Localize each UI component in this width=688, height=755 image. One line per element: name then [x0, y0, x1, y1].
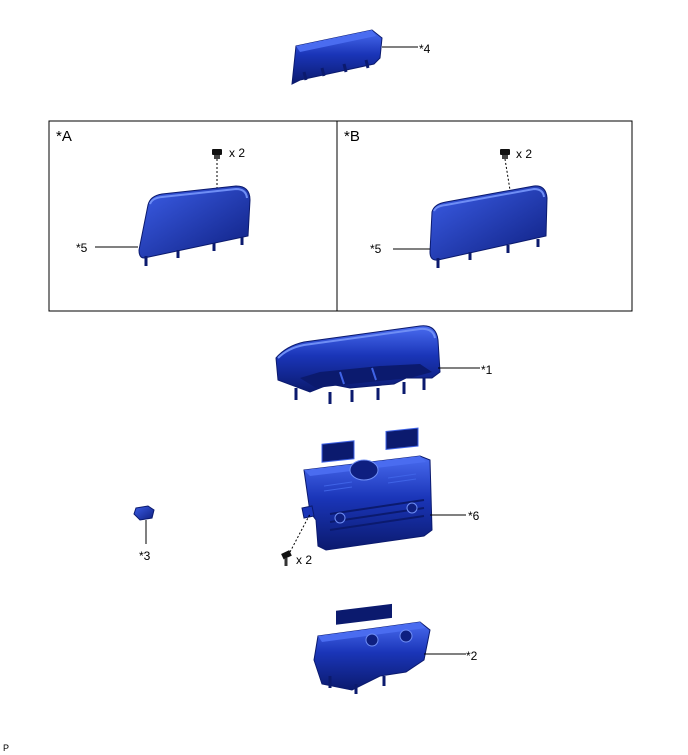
- qty-screw: x 2: [296, 553, 313, 567]
- footer-code: P: [3, 743, 10, 753]
- callout-5a: *5: [76, 241, 88, 255]
- panel-b-label: *B: [344, 128, 360, 145]
- callout-4: *4: [419, 42, 431, 56]
- panel-b-frame: [336, 120, 633, 312]
- screw-icon: [281, 513, 311, 566]
- callout-1: *1: [481, 363, 493, 377]
- part-5-cover-a: [95, 185, 251, 266]
- part-1-finish-panel: [275, 325, 480, 404]
- panel-b-clip-icon: [500, 149, 511, 191]
- panel-a-label: *A: [56, 128, 72, 145]
- part-3-switch: [133, 505, 155, 544]
- callout-6: *6: [468, 509, 480, 523]
- part-5-cover-b: [393, 185, 548, 268]
- callout-2: *2: [466, 649, 478, 663]
- part-2-lower-unit: [313, 603, 466, 694]
- callout-3: *3: [139, 549, 151, 563]
- qty-clip-a: x 2: [229, 146, 246, 160]
- part-4-upper-trim: [291, 29, 418, 85]
- part-6-center-module: [301, 427, 466, 551]
- qty-clip-b: x 2: [516, 147, 533, 161]
- panel-a-clip-icon: [212, 149, 222, 188]
- callout-5b: *5: [370, 242, 382, 256]
